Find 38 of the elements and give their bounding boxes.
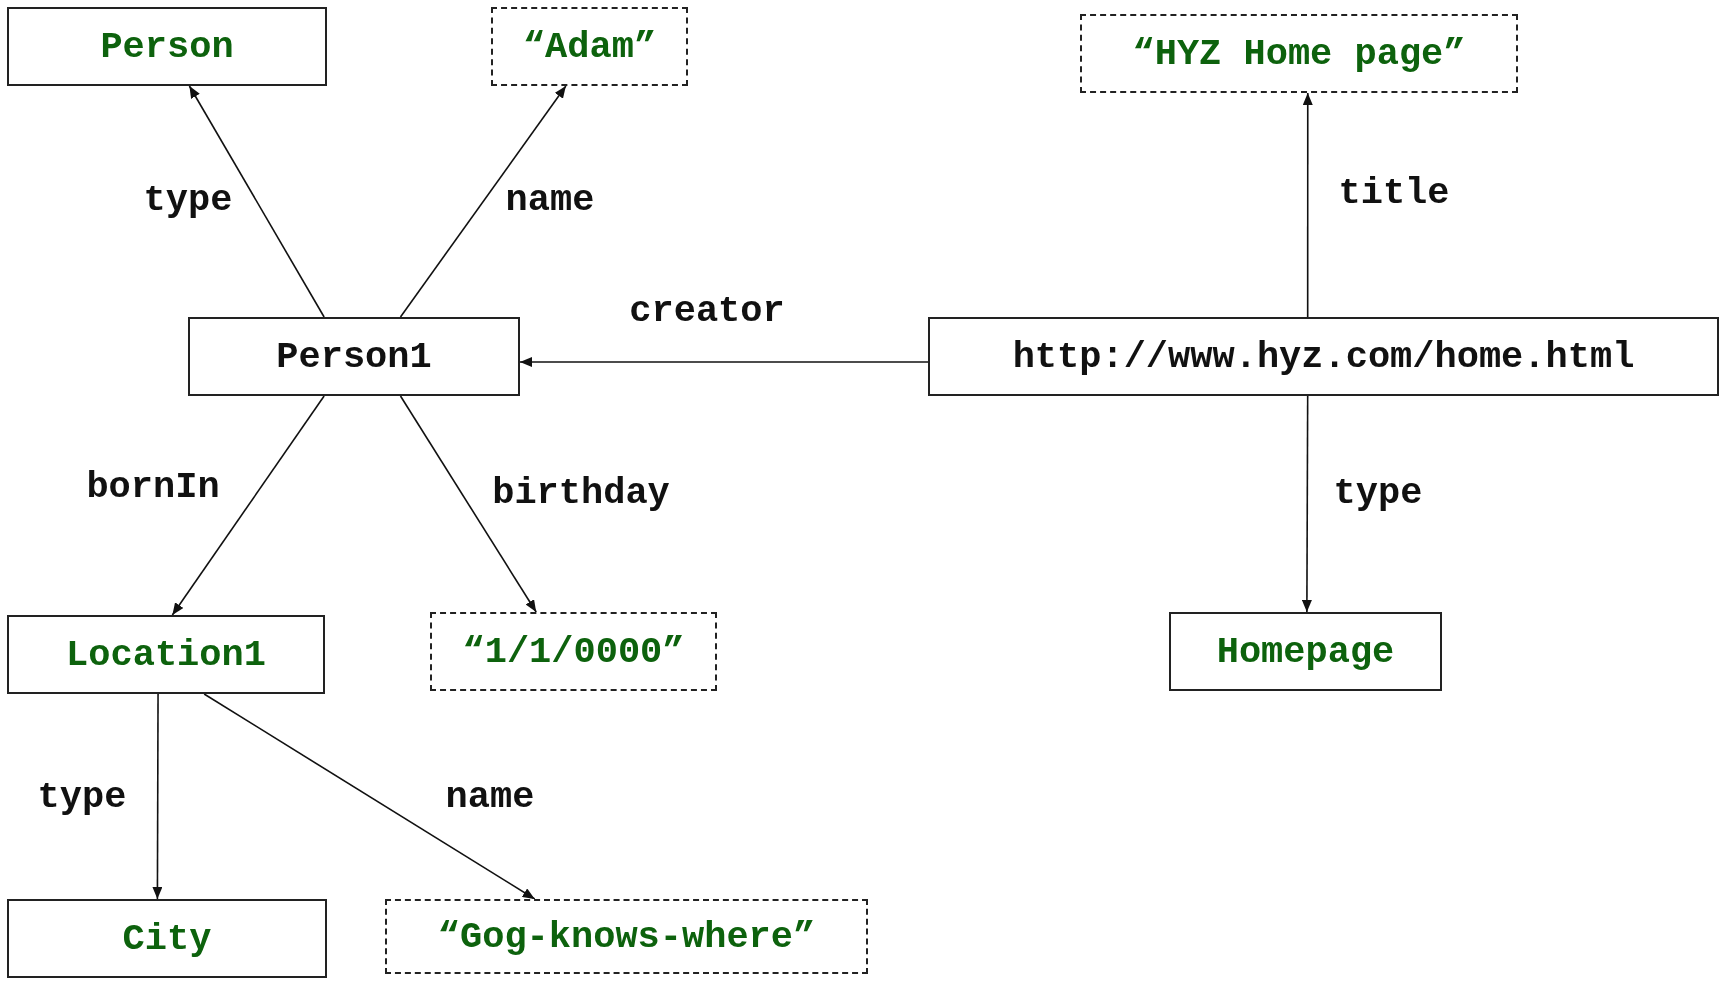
resource-box — [7, 899, 327, 978]
literal-box — [491, 7, 688, 86]
edge-label: type — [37, 776, 127, 818]
arrow — [152, 693, 163, 900]
node-label: “Adam” — [522, 25, 657, 68]
node-label: Person1 — [276, 335, 432, 378]
arrow — [399, 395, 537, 613]
node-label: “1/1/0000” — [462, 630, 685, 673]
arrow — [399, 85, 567, 318]
edge-label: title — [1338, 172, 1450, 214]
arrow — [203, 693, 536, 900]
edge-label: name — [445, 776, 535, 818]
node-label: Person — [100, 25, 234, 68]
arrow — [171, 395, 325, 616]
literal-box — [385, 899, 868, 974]
edge-label: bornIn — [86, 466, 220, 508]
resource-box — [928, 317, 1719, 396]
edge-label: type — [1333, 472, 1423, 514]
resource-box — [1169, 612, 1442, 691]
edge-label: name — [505, 179, 595, 221]
edge-label: creator — [629, 290, 785, 332]
arrow — [1302, 92, 1313, 318]
resource-box — [7, 615, 325, 694]
node-label: http://www.hyz.com/home.html — [1012, 335, 1635, 378]
resource-box — [188, 317, 520, 396]
arrow — [519, 357, 929, 368]
edge-label: type — [143, 179, 233, 221]
literal-box — [1080, 14, 1518, 93]
node-label: Location1 — [66, 633, 266, 676]
node-label: “HYZ Home page” — [1132, 32, 1466, 75]
literal-box — [430, 612, 717, 691]
arrow — [188, 85, 325, 318]
resource-box — [7, 7, 327, 86]
node-label: Homepage — [1216, 630, 1395, 673]
node-label: City — [122, 917, 212, 960]
edge-label: birthday — [492, 472, 670, 514]
node-label: “Gog-knows-where” — [437, 915, 816, 958]
arrow — [1301, 395, 1312, 613]
